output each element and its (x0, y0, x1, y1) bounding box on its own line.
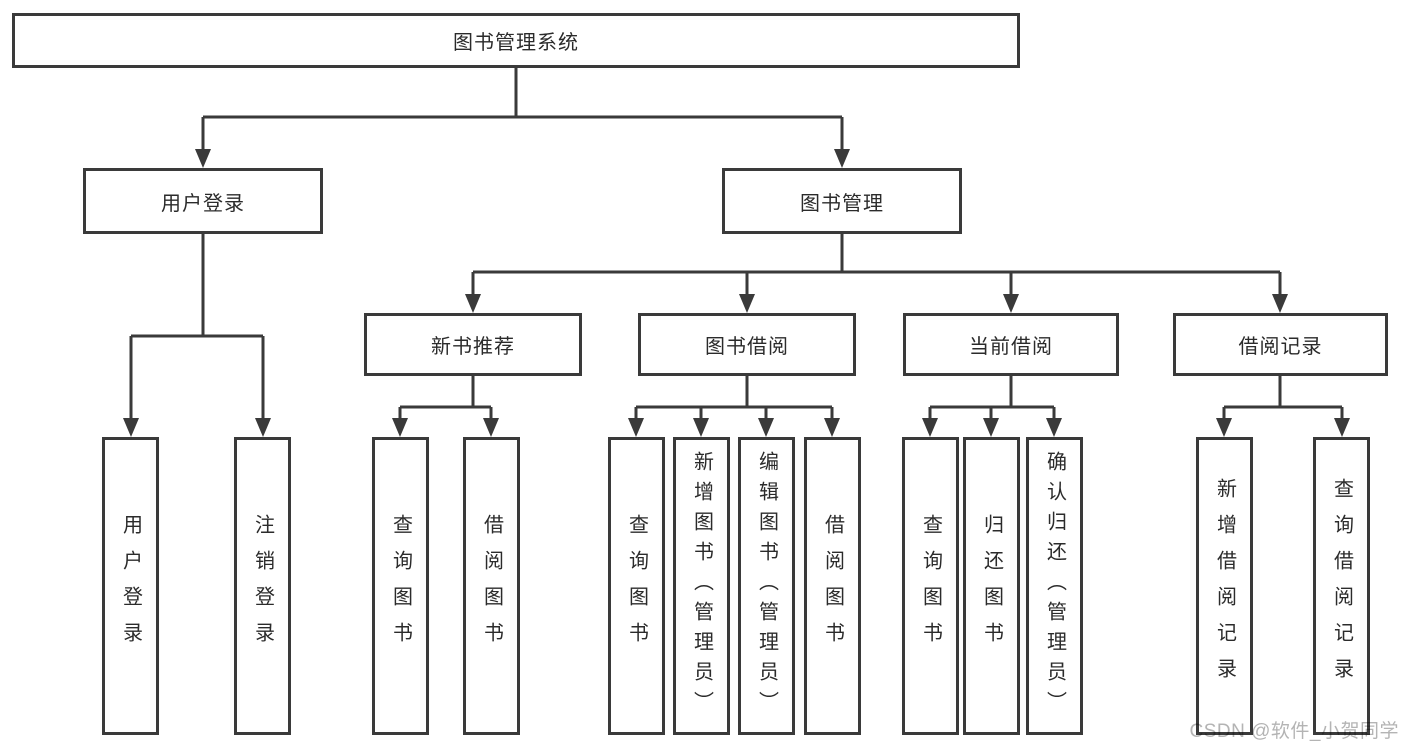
leaf-records-add-record: 新增借阅记录 (1196, 437, 1253, 735)
arrow-icon (465, 294, 481, 313)
leaf-records-query-record: 查询借阅记录 (1313, 437, 1370, 735)
leaf-current-return-book-label: 归还图书 (980, 514, 1003, 658)
node-new-book-recommend: 新书推荐 (364, 313, 582, 376)
node-user-login: 用户登录 (83, 168, 323, 234)
node-user-login-label: 用户登录 (161, 192, 245, 215)
node-book-borrowing: 图书借阅 (638, 313, 856, 376)
leaf-current-confirm-return-label: 确认归还（管理员） (1043, 451, 1066, 721)
arrow-icon (983, 418, 999, 437)
node-book-management-label: 图书管理 (800, 192, 884, 215)
arrow-icon (1003, 294, 1019, 313)
leaf-recommend-query-book: 查询图书 (372, 437, 429, 735)
csdn-watermark: CSDN @软件_小贺同学 (1189, 721, 1399, 742)
leaf-current-confirm-return: 确认归还（管理员） (1026, 437, 1083, 735)
arrow-icon (483, 418, 499, 437)
node-current-borrowing: 当前借阅 (903, 313, 1119, 376)
node-root: 图书管理系统 (12, 13, 1020, 68)
arrow-icon (758, 418, 774, 437)
arrow-icon (922, 418, 938, 437)
leaf-recommend-borrow-book: 借阅图书 (463, 437, 520, 735)
node-current-borrowing-label: 当前借阅 (969, 336, 1053, 358)
arrow-icon (628, 418, 644, 437)
arrow-icon (123, 418, 139, 437)
arrow-icon (1272, 294, 1288, 313)
arrow-icon (824, 418, 840, 437)
arrow-icon (255, 418, 271, 437)
node-new-book-recommend-label: 新书推荐 (431, 336, 515, 358)
node-borrowing-records: 借阅记录 (1173, 313, 1388, 376)
leaf-recommend-query-book-label: 查询图书 (389, 514, 412, 658)
leaf-borrowing-edit-book: 编辑图书（管理员） (738, 437, 795, 735)
node-root-label: 图书管理系统 (453, 32, 579, 54)
node-book-management: 图书管理 (722, 168, 962, 234)
arrow-icon (1334, 418, 1350, 437)
leaf-borrowing-borrow-book-label: 借阅图书 (821, 514, 844, 658)
leaf-logout: 注销登录 (234, 437, 291, 735)
leaf-borrowing-query-book: 查询图书 (608, 437, 665, 735)
arrow-icon (1216, 418, 1232, 437)
leaf-current-return-book: 归还图书 (963, 437, 1020, 735)
leaf-logout-label: 注销登录 (251, 514, 274, 658)
arrow-icon (834, 149, 850, 168)
leaf-borrowing-edit-book-label: 编辑图书（管理员） (755, 451, 778, 721)
leaf-recommend-borrow-book-label: 借阅图书 (480, 514, 503, 658)
leaf-borrowing-add-book-label: 新增图书（管理员） (690, 451, 713, 721)
connector-path (129, 68, 1344, 421)
leaf-borrowing-add-book: 新增图书（管理员） (673, 437, 730, 735)
arrow-icon (392, 418, 408, 437)
node-book-borrowing-label: 图书借阅 (705, 336, 789, 358)
leaf-user-login: 用户登录 (102, 437, 159, 735)
arrow-icon (1046, 418, 1062, 437)
arrow-icon (693, 418, 709, 437)
arrow-icon (195, 149, 211, 168)
leaf-borrowing-borrow-book: 借阅图书 (804, 437, 861, 735)
leaf-current-query-book-label: 查询图书 (919, 514, 942, 658)
leaf-records-query-record-label: 查询借阅记录 (1330, 478, 1353, 694)
leaf-borrowing-query-book-label: 查询图书 (625, 514, 648, 658)
arrow-icon (739, 294, 755, 313)
leaf-records-add-record-label: 新增借阅记录 (1213, 478, 1236, 694)
arrowheads (123, 149, 1350, 437)
node-borrowing-records-label: 借阅记录 (1238, 336, 1323, 358)
leaf-user-login-label: 用户登录 (119, 514, 142, 658)
leaf-current-query-book: 查询图书 (902, 437, 959, 735)
